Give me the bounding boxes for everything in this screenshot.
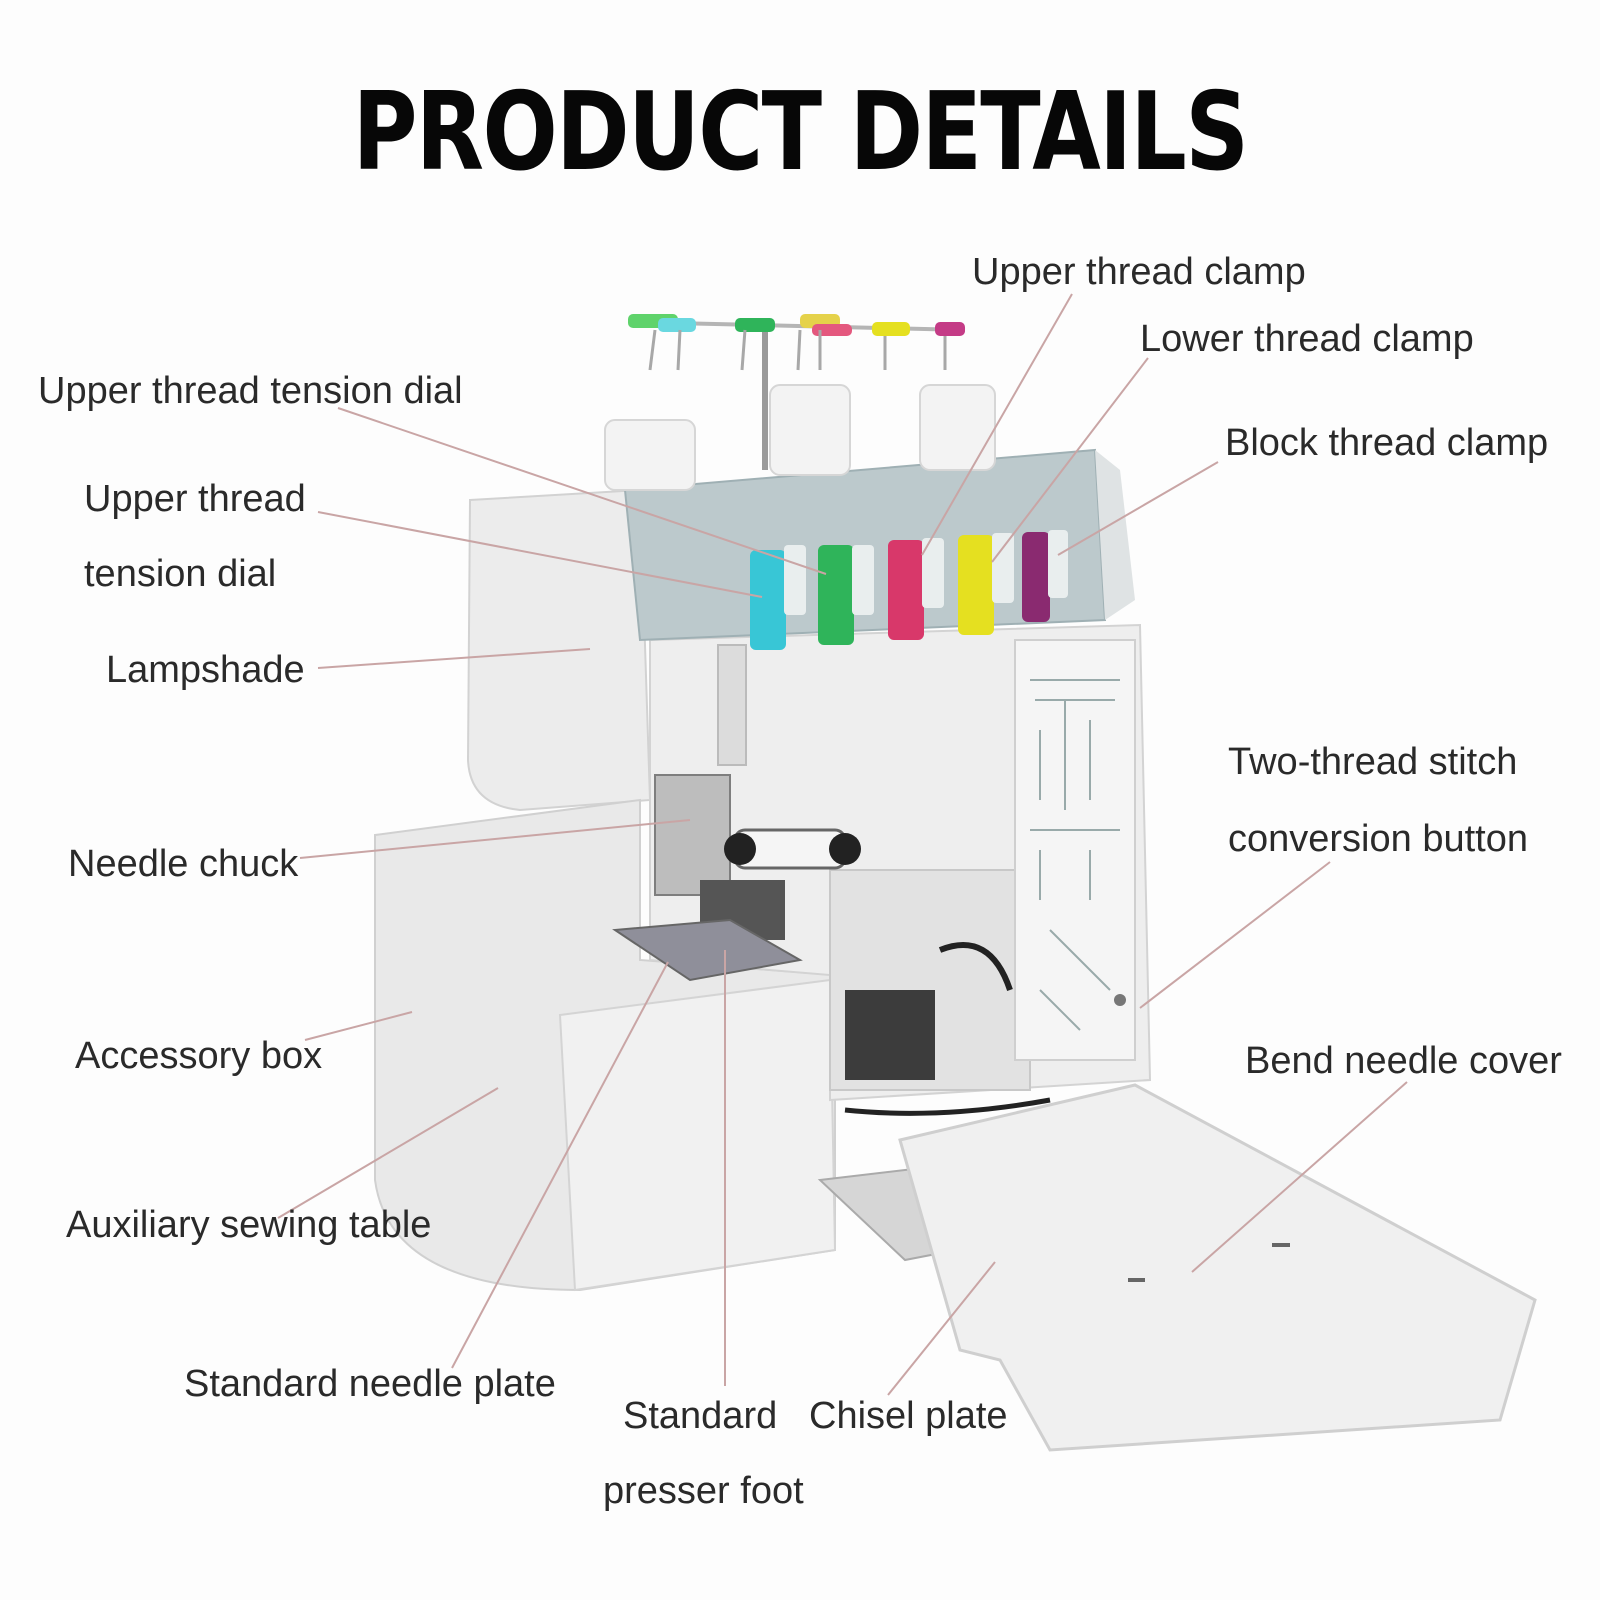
threading-chart-panel — [1014, 639, 1136, 1061]
label-upper-thread-clamp: Upper thread clamp — [972, 251, 1306, 293]
leader-lower-thread-clamp — [991, 357, 1149, 563]
leader-standard-needle-plate — [451, 961, 669, 1369]
label-upper-thread-line1: Upper thread — [84, 478, 306, 520]
leader-upper-thread-clamp — [921, 293, 1073, 556]
label-standard-presser-foot-line1: Standard — [623, 1395, 778, 1437]
label-two-thread-line1: Two-thread stitch — [1228, 741, 1518, 783]
bend-needle-cover-shape — [898, 1083, 1537, 1452]
auxiliary-sewing-table — [558, 978, 837, 1292]
label-standard-presser-foot-line2: presser foot — [603, 1470, 804, 1512]
leader-needle-chuck — [299, 819, 691, 859]
label-two-thread-line2: conversion button — [1228, 818, 1528, 860]
leader-block-thread-clamp — [1057, 461, 1219, 556]
tension-dials — [750, 530, 1068, 650]
leader-accessory-box — [304, 1011, 413, 1041]
two-thread-conversion-button — [1114, 994, 1126, 1006]
page-title: PRODUCT DETAILS — [352, 70, 1249, 195]
leader-upper-thread-tension-dial — [337, 407, 827, 575]
label-auxiliary-sewing-table: Auxiliary sewing table — [66, 1204, 432, 1246]
thread-spools — [604, 384, 996, 491]
label-lampshade: Lampshade — [106, 649, 305, 691]
label-chisel-plate: Chisel plate — [809, 1395, 1008, 1437]
lampshade-housing — [466, 488, 652, 812]
label-standard-needle-plate: Standard needle plate — [184, 1363, 556, 1405]
needle-assembly — [654, 644, 861, 940]
standard-needle-plate-shape — [612, 918, 803, 982]
label-needle-chuck: Needle chuck — [68, 843, 299, 885]
leader-chisel-plate — [887, 1261, 996, 1396]
serger-machine-illustration — [374, 314, 1537, 1452]
label-bend-needle-cover: Bend needle cover — [1245, 1040, 1562, 1082]
label-lower-thread-clamp: Lower thread clamp — [1140, 318, 1474, 360]
leader-auxiliary-sewing-table — [277, 1087, 499, 1219]
label-accessory-box: Accessory box — [75, 1035, 323, 1077]
label-upper-thread-line2: tension dial — [84, 553, 277, 595]
leader-lampshade — [317, 648, 591, 669]
leader-bend-needle-cover — [1191, 1081, 1408, 1273]
leader-lines — [277, 293, 1408, 1396]
leader-upper-thread — [317, 511, 763, 598]
label-upper-thread-tension-dial: Upper thread tension dial — [38, 370, 463, 412]
thread-stand — [628, 314, 966, 470]
leader-two-thread — [1139, 861, 1331, 1009]
label-block-thread-clamp: Block thread clamp — [1225, 422, 1549, 464]
